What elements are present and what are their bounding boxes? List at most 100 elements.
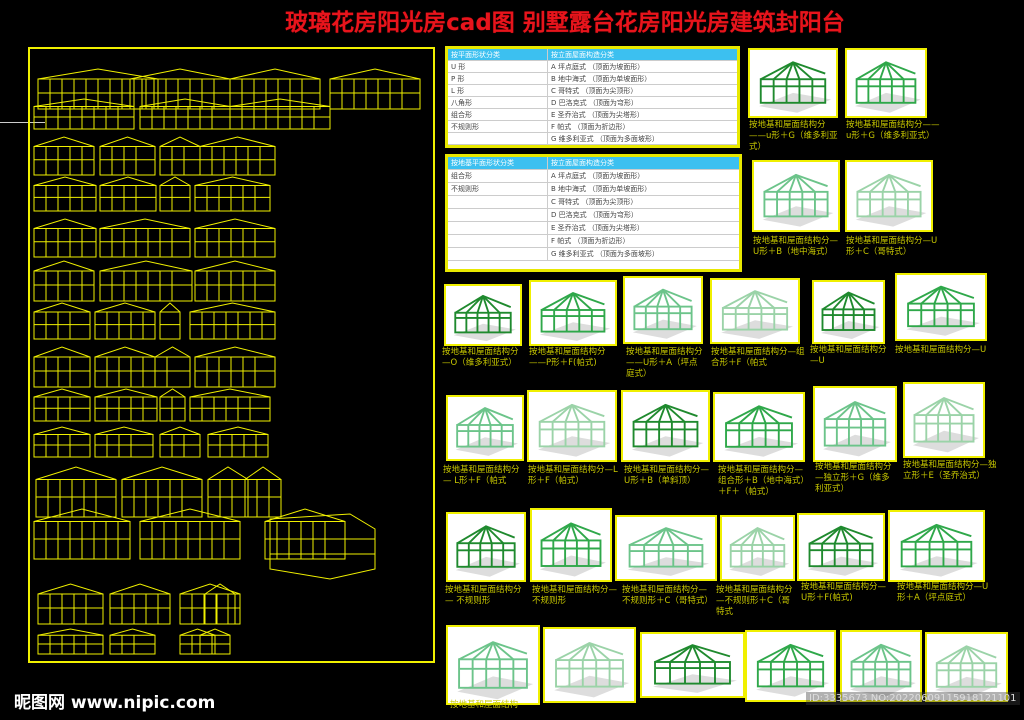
wireframe-drawing (821, 291, 880, 339)
cad-elevation-drawing (229, 98, 331, 130)
sunroom-thumbnail[interactable] (446, 512, 526, 582)
cad-elevation-drawing (37, 583, 104, 625)
wireframe-drawing (729, 527, 790, 576)
sunroom-thumbnail[interactable] (845, 160, 933, 232)
cad-elevation-drawing (94, 346, 156, 388)
sunroom-thumbnail[interactable] (623, 276, 703, 344)
table-cell: A 坪点庭式 （顶面为坡面形） (551, 172, 645, 180)
table-row: F 帕式 （顶面为折边形） (448, 235, 739, 248)
cad-elevation-drawing (204, 583, 236, 625)
thumbnail-caption: 按地基和屋面结构分—独立形＋G（维多利亚式） (815, 462, 892, 494)
thumbnail-caption: 按地基和屋面结构分— 组合形＋B（地中海式）＋F＋（帕式） (718, 465, 809, 497)
cad-elevation-drawing (121, 466, 203, 518)
wireframe-drawing (756, 643, 830, 697)
sunroom-thumbnail[interactable] (895, 273, 987, 341)
thumbnail-caption: 按地基和屋面结构分——P形＋F(帕式) (529, 347, 606, 368)
sunroom-thumbnail[interactable] (446, 625, 540, 705)
cad-elevation-drawing (194, 346, 276, 388)
thumbnail-caption: 按地基和屋面结构分——u形＋G（维多利亚式） (749, 120, 838, 152)
sunroom-thumbnail[interactable] (813, 386, 897, 462)
table-cell: 组合形 (448, 170, 548, 182)
wireframe-drawing (855, 173, 927, 227)
thumbnail-caption: 按地基和屋面结构分—独立形＋E（圣乔治式） (903, 460, 997, 481)
wireframe-drawing (807, 525, 879, 576)
table-cell: A 坪点庭式 （顶面为坡面形） (551, 63, 645, 71)
sunroom-thumbnail[interactable] (903, 382, 985, 458)
table-row: 按地基平面形状分类按立面屋面构造分类 (448, 157, 739, 170)
cad-elevation-drawing (94, 388, 158, 422)
sunroom-thumbnail[interactable] (615, 515, 717, 581)
sunroom-thumbnail[interactable] (720, 515, 795, 581)
thumbnail-caption: 按地基和屋面结构分—U (895, 345, 987, 355)
cad-elevation-drawing (94, 426, 154, 458)
thumbnail-caption: 按地基和屋面结构分— 不规则形 (532, 585, 618, 606)
sunroom-thumbnail[interactable] (530, 508, 612, 582)
cad-elevation-drawing (159, 176, 191, 212)
table-cell: B 地中海式 （顶面为单坡面形） (551, 75, 652, 83)
sunroom-thumbnail[interactable] (745, 630, 836, 702)
wireframe-drawing (554, 641, 630, 698)
sunroom-thumbnail[interactable] (444, 284, 522, 346)
sunroom-thumbnail[interactable] (752, 160, 840, 232)
table-cell: 八角形 (448, 97, 548, 108)
cad-elevation-drawing (109, 583, 171, 625)
wireframe-drawing (538, 403, 611, 457)
cad-elevation-drawing (35, 466, 117, 518)
table-cell: P 形 (448, 73, 548, 84)
cad-elevation-drawing (129, 68, 231, 110)
wireframe-drawing (724, 405, 799, 457)
cad-elevation-drawing (199, 628, 231, 655)
table-row: 按平面形状分类按立面屋面构造分类 (448, 49, 737, 61)
cad-elevation-drawing (229, 68, 321, 110)
table-cell (448, 196, 548, 208)
sunroom-thumbnail[interactable] (543, 627, 636, 703)
wireframe-drawing (653, 644, 737, 693)
cad-elevation-drawing (159, 388, 186, 422)
cad-elevation-drawing (33, 346, 91, 388)
sunroom-thumbnail[interactable] (527, 390, 617, 462)
sunroom-thumbnail[interactable] (748, 48, 838, 118)
sunroom-thumbnail[interactable] (812, 280, 885, 344)
cad-elevation-drawing (33, 136, 95, 176)
table-cell: L 形 (448, 85, 548, 96)
wireframe-drawing (632, 288, 697, 339)
sunroom-thumbnail[interactable] (840, 630, 922, 702)
table-row: C 哥特式 （顶面为尖顶形） (448, 196, 739, 209)
sunroom-thumbnail[interactable] (710, 278, 800, 344)
cad-elevation-drawing (159, 302, 181, 340)
cad-elevation-drawing (37, 628, 104, 655)
wireframe-drawing (850, 643, 916, 697)
sunroom-thumbnail[interactable] (446, 395, 524, 461)
sunroom-thumbnail[interactable] (529, 280, 617, 346)
table-cell: 组合形 (448, 109, 548, 120)
cad-elevation-drawing (189, 388, 271, 422)
wireframe-drawing (906, 285, 980, 336)
table-cell (448, 209, 548, 221)
wireframe-drawing (453, 294, 516, 342)
sunroom-thumbnail[interactable] (925, 632, 1008, 702)
wireframe-drawing (539, 522, 606, 577)
table-cell: U 形 (448, 61, 548, 72)
cad-elevation-drawing (33, 426, 91, 458)
table-cell: G 维多利亚式 （顶面为多面坡形） (551, 135, 659, 143)
sunroom-thumbnail[interactable] (845, 48, 927, 118)
cad-elevation-drawing (179, 583, 241, 625)
table-cell: E 圣乔治式 （顶面为尖塔形） (551, 111, 644, 119)
wireframe-drawing (721, 290, 794, 339)
sunroom-thumbnail[interactable] (888, 510, 985, 582)
wireframe-drawing (855, 61, 921, 113)
sunroom-thumbnail[interactable] (713, 392, 805, 462)
thumbnail-caption: 按地基和屋面结构分—U形＋B（地中海式） (753, 236, 839, 257)
watermark-id: ID:3335673 NO:20220609115918121101 (806, 692, 1020, 705)
sunroom-thumbnail[interactable] (621, 390, 710, 462)
cad-elevation-drawing (159, 136, 201, 176)
wireframe-drawing (823, 400, 891, 457)
sunroom-thumbnail[interactable] (797, 513, 885, 581)
wireframe-drawing (899, 523, 978, 577)
sunroom-thumbnail[interactable] (640, 632, 745, 698)
table-cell: G 维多利亚式 （顶面为多面坡形） (551, 250, 659, 258)
table-cell: D 巴洛克式 （顶面为穹形） (551, 211, 638, 219)
cad-elevation-drawing (139, 508, 241, 560)
